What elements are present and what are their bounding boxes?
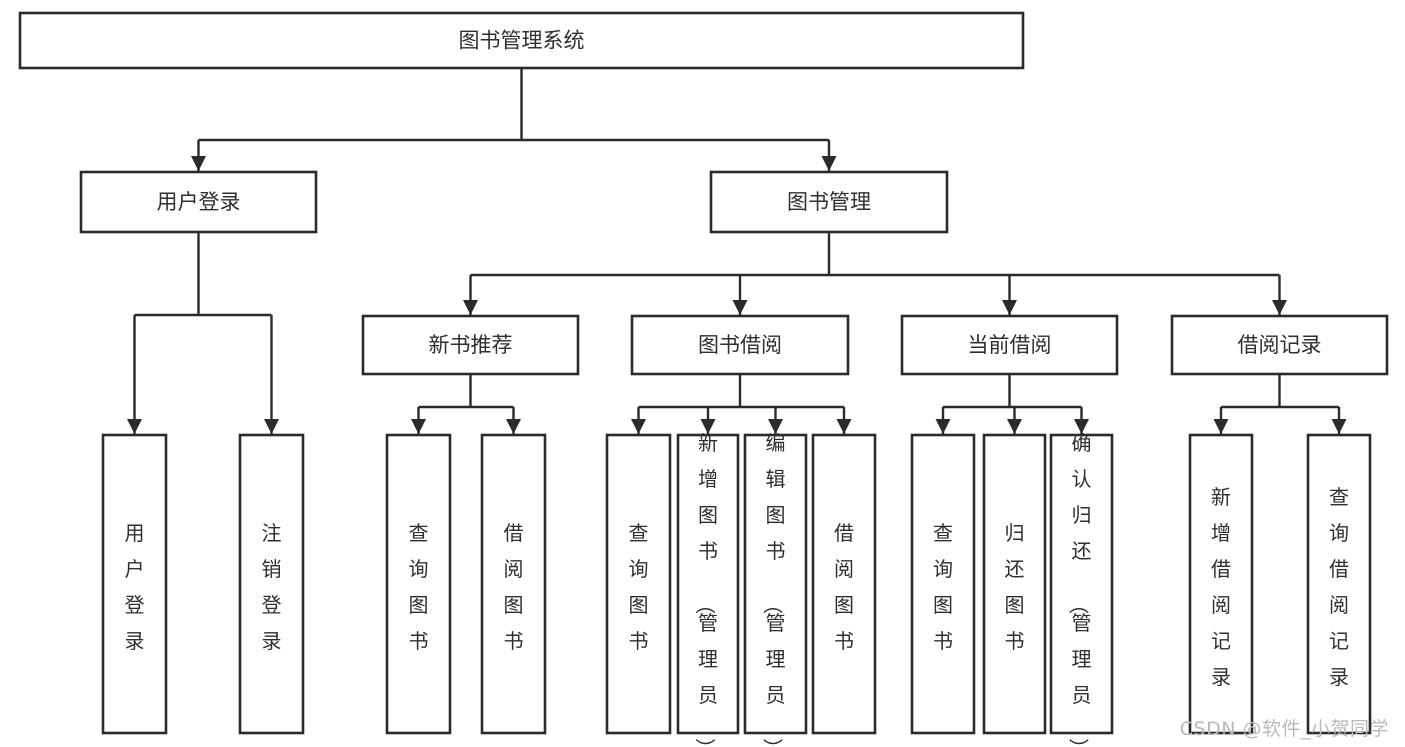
nodes-layer: 图书管理系统用户登录图书管理新书推荐图书借阅当前借阅借阅记录用户登录注销登录查询… <box>18 11 1389 747</box>
node-leaf-4[interactable]: 查询图书 <box>605 433 672 735</box>
node-label: 图书管理 <box>787 190 871 214</box>
arrow-head-icon <box>768 419 783 434</box>
node-leaf-2[interactable]: 查询图书 <box>385 433 452 735</box>
arrow-head-icon <box>264 419 279 434</box>
node-box <box>1170 314 1389 376</box>
node-level3-2[interactable]: 当前借阅 <box>900 314 1119 376</box>
arrow-head-icon <box>935 419 951 434</box>
arrow-head-icon <box>836 419 852 434</box>
arrow-head-icon <box>732 300 748 315</box>
node-root-title[interactable]: 图书管理系统 <box>18 11 1025 70</box>
node-box <box>238 433 305 735</box>
node-box <box>18 11 1025 70</box>
node-box <box>605 433 672 735</box>
node-label-vertical: 归还图书 <box>1005 521 1025 653</box>
node-label-vertical: 编辑图书（管理员） <box>761 431 786 747</box>
node-box <box>1049 433 1114 735</box>
node-leaf-0[interactable]: 用户登录 <box>101 433 168 735</box>
arrow-head-icon <box>631 419 646 434</box>
node-label-vertical: 确认归还（管理员） <box>1067 431 1092 747</box>
node-leaf-8[interactable]: 查询图书 <box>910 433 976 735</box>
node-box <box>910 433 976 735</box>
arrow-head-icon <box>1272 300 1287 315</box>
node-leaf-5[interactable]: 新增图书（管理员） <box>676 431 740 747</box>
node-label: 当前借阅 <box>968 333 1052 357</box>
node-box <box>709 170 949 234</box>
arrow-head-icon <box>191 156 206 171</box>
node-label: 新书推荐 <box>429 333 513 357</box>
node-label-vertical: 借阅图书 <box>504 521 524 653</box>
node-label-vertical: 查询图书 <box>933 521 953 653</box>
node-box <box>982 433 1047 735</box>
arrow-head-icon <box>1002 300 1017 315</box>
arrow-head-icon <box>127 419 142 434</box>
node-box <box>385 433 452 735</box>
arrow-head-icon <box>1213 419 1229 434</box>
node-leaf-9[interactable]: 归还图书 <box>982 433 1047 735</box>
node-level2-0[interactable]: 用户登录 <box>79 170 318 234</box>
node-label-vertical: 查询借阅记录 <box>1329 485 1349 689</box>
node-label: 图书管理系统 <box>459 29 585 53</box>
node-box <box>1188 433 1254 735</box>
node-leaf-3[interactable]: 借阅图书 <box>480 433 547 735</box>
node-leaf-10[interactable]: 确认归还（管理员） <box>1049 431 1114 747</box>
arrow-head-icon <box>411 419 426 434</box>
node-label: 借阅记录 <box>1238 333 1322 357</box>
node-label-vertical: 查询图书 <box>409 521 429 653</box>
node-leaf-11[interactable]: 新增借阅记录 <box>1188 433 1254 735</box>
node-level3-0[interactable]: 新书推荐 <box>361 314 580 376</box>
arrow-head-icon <box>821 156 837 171</box>
node-box <box>361 314 580 376</box>
node-label-vertical: 注销登录 <box>262 521 282 653</box>
node-leaf-12[interactable]: 查询借阅记录 <box>1306 433 1372 735</box>
node-leaf-6[interactable]: 编辑图书（管理员） <box>743 431 808 747</box>
node-leaf-1[interactable]: 注销登录 <box>238 433 305 735</box>
node-box <box>811 433 877 735</box>
node-level3-3[interactable]: 借阅记录 <box>1170 314 1389 376</box>
node-level3-1[interactable]: 图书借阅 <box>630 314 850 376</box>
node-box <box>676 433 740 735</box>
node-label-vertical: 新增借阅记录 <box>1211 485 1231 689</box>
watermark-text: CSDN @软件_小贺同学 <box>1179 718 1389 740</box>
edges-layer <box>127 68 1347 434</box>
node-level2-1[interactable]: 图书管理 <box>709 170 949 234</box>
arrow-head-icon <box>700 419 716 434</box>
arrow-head-icon <box>1007 419 1022 434</box>
arrow-head-icon <box>463 300 478 315</box>
arrow-head-icon <box>1074 419 1089 434</box>
node-box <box>900 314 1119 376</box>
node-label-vertical: 借阅图书 <box>834 521 854 653</box>
node-box <box>480 433 547 735</box>
node-leaf-7[interactable]: 借阅图书 <box>811 433 877 735</box>
arrow-head-icon <box>1331 419 1347 434</box>
node-label: 图书借阅 <box>698 333 782 357</box>
node-box <box>743 433 808 735</box>
node-box <box>79 170 318 234</box>
node-box <box>630 314 850 376</box>
node-label-vertical: 查询图书 <box>629 521 649 653</box>
node-label-vertical: 用户登录 <box>125 521 145 653</box>
node-box <box>1306 433 1372 735</box>
node-label-vertical: 新增图书（管理员） <box>693 431 718 747</box>
node-box <box>101 433 168 735</box>
arrow-head-icon <box>506 419 521 434</box>
node-label: 用户登录 <box>157 190 241 214</box>
